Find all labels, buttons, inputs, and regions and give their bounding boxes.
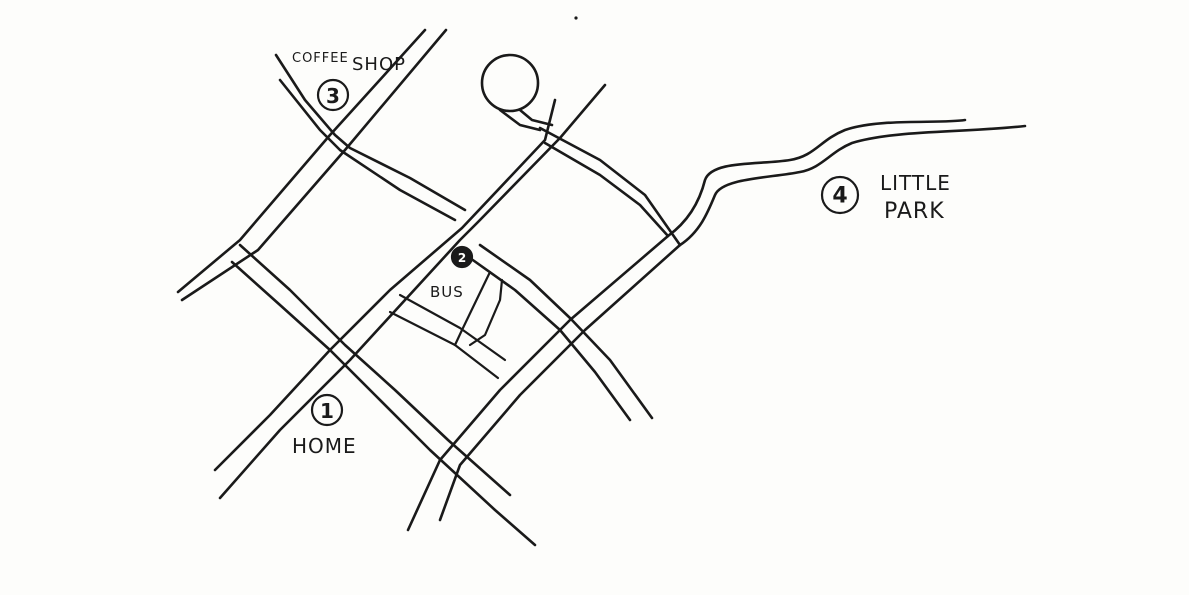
home-label: HOME — [292, 434, 357, 458]
little-park-number: 4 — [832, 184, 847, 209]
home-number: 1 — [320, 399, 334, 423]
road-bus-connector-1 — [398, 293, 507, 362]
road-main-diagonal-c-edge-1 — [406, 234, 670, 532]
coffee-shop-number-circle — [316, 78, 350, 112]
coffee-shop-label-line1: COFFEE — [292, 51, 349, 66]
road-network — [176, 28, 1027, 547]
little-park-label-line2: PARK — [884, 199, 945, 224]
home-marker: 1 HOME — [292, 393, 357, 458]
pencil-speck — [574, 16, 578, 20]
road-main-diagonal-a-edge-1 — [176, 28, 427, 294]
cul-de-sac-stem — [498, 108, 542, 132]
little-park-marker: 4 LITTLE PARK — [820, 171, 951, 224]
road-cross-3-edge-1 — [543, 141, 670, 238]
bus-number-circle — [450, 245, 474, 269]
road-bus-connector-3 — [453, 270, 492, 347]
road-main-diagonal-a-edge-2 — [180, 28, 448, 302]
coffee-shop-number: 3 — [326, 84, 340, 108]
path-to-little-park-edge-1 — [666, 118, 967, 238]
coffee-shop-marker: 3 COFFEE SHOP — [292, 51, 406, 112]
road-main-diagonal-b-edge-1 — [213, 98, 557, 472]
coffee-shop-label-line2: SHOP — [352, 54, 406, 75]
home-number-circle — [310, 393, 344, 427]
road-main-diagonal-b-edge-2 — [218, 83, 607, 500]
little-park-number-circle — [820, 175, 860, 215]
bus-label: BUS — [430, 283, 464, 301]
road-cross-2-edge-2 — [238, 243, 512, 497]
path-to-little-park-edge-2 — [678, 124, 1027, 247]
road-cross-1-edge-2 — [274, 53, 467, 212]
road-bus-connector-4 — [468, 278, 504, 347]
little-park-label-line1: LITTLE — [880, 171, 951, 195]
road-cross-2-edge-1 — [230, 260, 537, 547]
road-cross-3-edge-2 — [538, 126, 682, 247]
road-cross-4-edge-1 — [478, 243, 654, 420]
road-bus-connector-2 — [388, 310, 500, 380]
cul-de-sac-circle — [480, 53, 540, 113]
bus-number: 2 — [458, 251, 466, 265]
bus-marker: 2 BUS — [430, 245, 474, 301]
cul-de-sac-stem-2 — [518, 108, 554, 127]
road-cross-4-edge-2 — [468, 256, 632, 422]
road-main-diagonal-c-edge-2 — [438, 243, 682, 522]
road-cross-1-edge-1 — [278, 78, 457, 222]
